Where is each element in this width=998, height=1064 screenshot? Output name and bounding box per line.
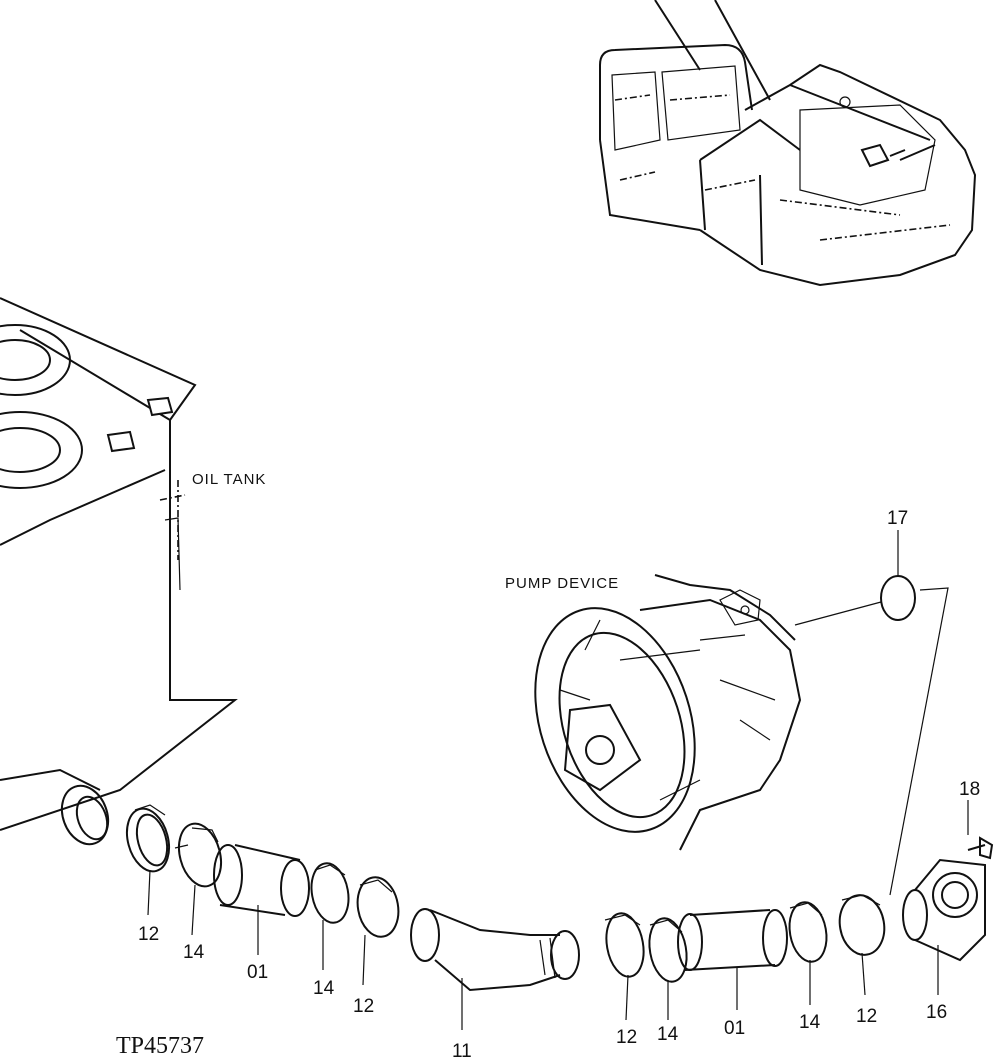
- part-label-16: 16: [926, 1002, 947, 1023]
- part-label-12: 12: [856, 1006, 877, 1027]
- pump-device: [534, 574, 802, 851]
- part-label-01: 01: [724, 1018, 745, 1039]
- part-label-17: 17: [887, 508, 908, 529]
- oil-tank: [0, 297, 238, 831]
- reference-code: TP45737: [116, 1033, 204, 1059]
- part-label-14: 14: [313, 978, 335, 999]
- part-label-14: 14: [799, 1012, 821, 1033]
- part-label-14: 14: [657, 1024, 679, 1045]
- part-label-12: 12: [616, 1027, 637, 1048]
- pump-device-caption: PUMP DEVICE: [505, 575, 619, 592]
- oil-tank-caption: OIL TANK: [192, 471, 266, 488]
- leader-lines: [147, 530, 969, 1030]
- part-label-18: 18: [959, 779, 980, 800]
- excavator-overview: [599, 0, 977, 287]
- part-label-12: 12: [138, 924, 159, 945]
- part-label-14: 14: [183, 942, 205, 963]
- hose-assembly: [60, 575, 994, 992]
- part-label-12: 12: [353, 996, 374, 1017]
- part-label-11: 11: [452, 1041, 472, 1059]
- part-label-01: 01: [247, 962, 268, 983]
